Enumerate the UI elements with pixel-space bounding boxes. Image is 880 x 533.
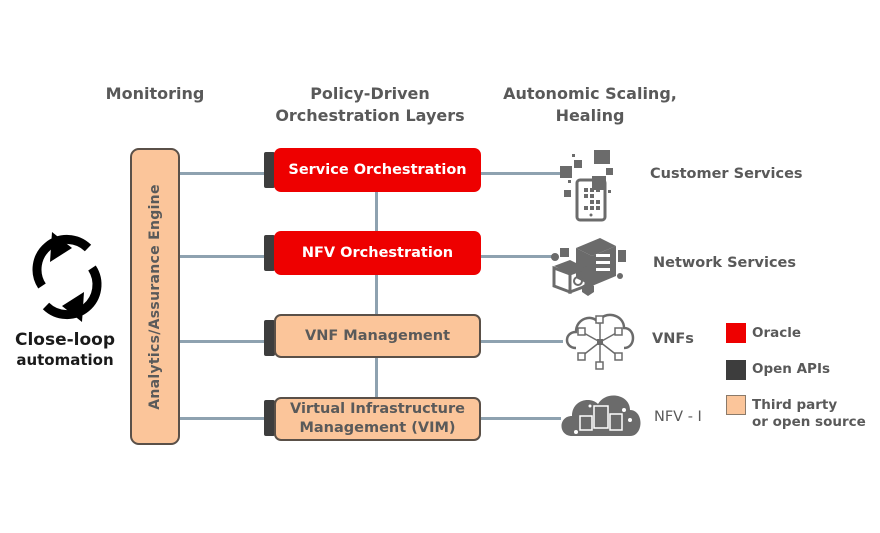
legend-label-third-party-line1: Third party bbox=[752, 397, 838, 413]
close-loop-label-line1: Close-loop bbox=[14, 330, 116, 350]
legend-label-oracle-text: Oracle bbox=[752, 325, 802, 341]
server-network-icon bbox=[551, 238, 626, 296]
legend-label-oracle: Oracle bbox=[752, 325, 801, 342]
analytics-assurance-engine[interactable]: Analytics/Assurance Engine bbox=[130, 148, 180, 445]
layer-label-line1: Virtual Infrastructure bbox=[290, 401, 465, 417]
connector-vim-nfvi bbox=[481, 417, 561, 420]
engine-label: Analytics/Assurance Engine bbox=[147, 183, 163, 410]
layer-label: Service Orchestration bbox=[288, 161, 467, 178]
legend-label-open-apis: Open APIs bbox=[752, 361, 830, 378]
legend-swatch-open-apis bbox=[726, 360, 746, 380]
layer-vnf-management[interactable]: VNF Management bbox=[274, 314, 481, 358]
legend-label-open-apis-text: Open APIs bbox=[752, 361, 831, 377]
open-api-connector bbox=[264, 235, 275, 271]
header-scaling-line2: Healing bbox=[555, 106, 625, 125]
service-label-nfvi: NFV - I bbox=[654, 409, 702, 425]
connector-vnfm-vnfs bbox=[481, 340, 563, 343]
header-monitoring: Monitoring bbox=[90, 83, 220, 105]
legend-label-third-party-line2: or open source bbox=[752, 414, 866, 430]
open-api-connector bbox=[264, 320, 275, 356]
legend-label-third-party: Third party or open source bbox=[752, 397, 866, 431]
open-api-connector bbox=[264, 152, 275, 188]
header-orchestration-line1: Policy-Driven bbox=[310, 84, 430, 103]
tablet-apps-icon bbox=[560, 150, 613, 222]
connector-nfvo-network bbox=[481, 255, 553, 258]
header-monitoring-text: Monitoring bbox=[105, 84, 205, 103]
close-loop-label-line2: automation bbox=[16, 351, 114, 369]
service-label-vnfs: VNFs bbox=[652, 331, 694, 347]
service-label-customer: Customer Services bbox=[650, 166, 803, 182]
connector-engine-nfvo bbox=[180, 255, 266, 258]
connector-layer-spine bbox=[375, 190, 378, 405]
open-api-connector bbox=[264, 400, 275, 436]
connector-engine-vnfm bbox=[180, 340, 266, 343]
cloud-network-icon bbox=[565, 313, 635, 370]
header-orchestration-line2: Orchestration Layers bbox=[275, 106, 465, 125]
layer-service-orchestration[interactable]: Service Orchestration bbox=[274, 148, 481, 192]
layer-label-line2: Management (VIM) bbox=[299, 420, 456, 436]
legend-swatch-oracle bbox=[726, 323, 746, 343]
header-scaling-line1: Autonomic Scaling, bbox=[503, 84, 677, 103]
header-scaling: Autonomic Scaling, Healing bbox=[490, 83, 690, 127]
service-label-network: Network Services bbox=[653, 255, 797, 271]
cloud-infrastructure-icon bbox=[561, 395, 641, 436]
connector-service-customer bbox=[481, 172, 563, 175]
layer-label: VNF Management bbox=[304, 327, 451, 344]
refresh-cycle-icon bbox=[32, 232, 102, 322]
layer-label: NFV Orchestration bbox=[301, 244, 454, 261]
layer-vim[interactable]: Virtual Infrastructure Management (VIM) bbox=[274, 397, 481, 441]
close-loop-label: Close-loop automation bbox=[10, 330, 120, 370]
legend-swatch-third-party bbox=[726, 395, 746, 415]
connector-engine-vim bbox=[180, 417, 266, 420]
layer-nfv-orchestration[interactable]: NFV Orchestration bbox=[274, 231, 481, 275]
connector-engine-service bbox=[180, 172, 266, 175]
header-orchestration: Policy-Driven Orchestration Layers bbox=[255, 83, 485, 127]
